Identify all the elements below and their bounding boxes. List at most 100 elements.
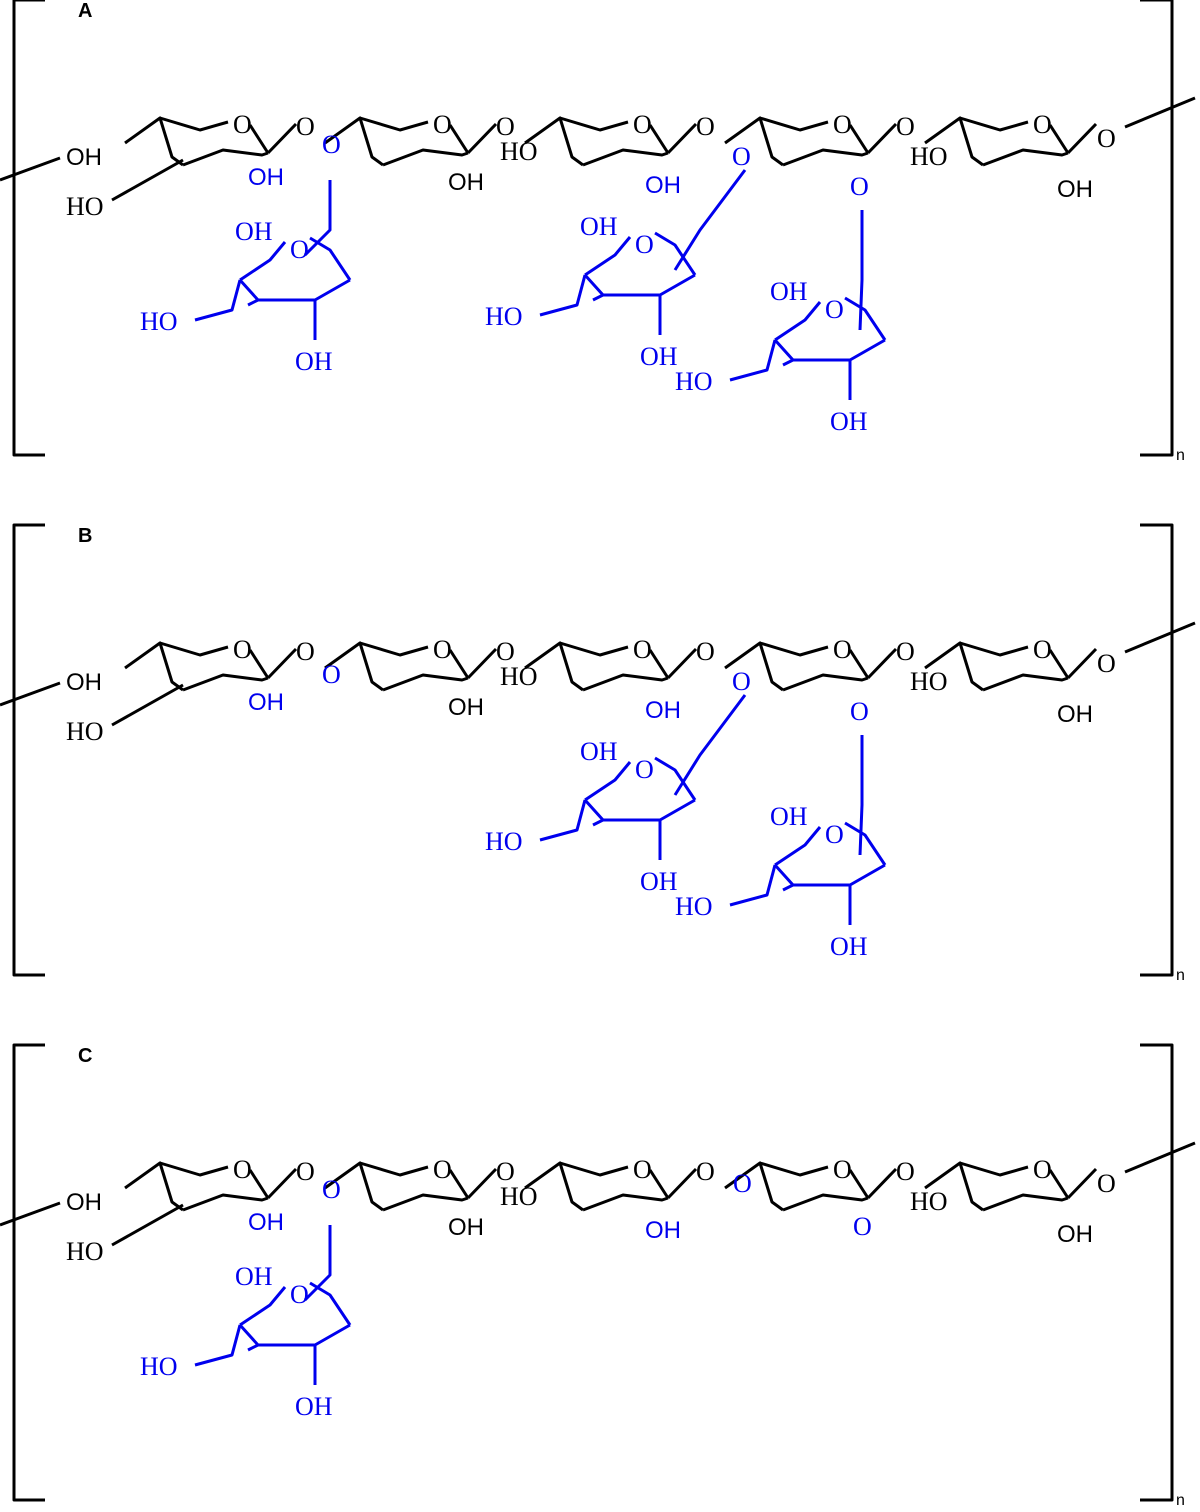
left-bracket <box>12 523 45 977</box>
ring-bond <box>582 148 669 167</box>
left-bracket <box>12 1043 45 1502</box>
hydroxyl-label: OH <box>770 802 808 831</box>
hydroxyl-label: OH <box>645 172 681 199</box>
furanose-ring-bond <box>239 241 287 282</box>
furanose-ring-bond <box>239 1286 287 1327</box>
ring-oxygen-label: O <box>433 1155 452 1184</box>
ring-oxygen-label: O <box>635 230 654 259</box>
bond <box>729 339 777 382</box>
hydroxyl-label: HO <box>485 302 523 331</box>
free-oxygen: O <box>733 1169 752 1198</box>
hydroxyl-label: HO <box>500 137 538 166</box>
branch-oxygen-label: O <box>322 130 341 159</box>
furanose-ring-bond <box>773 863 886 887</box>
ring-oxygen-label: O <box>1033 635 1052 664</box>
chain-end-bond-left <box>0 1201 61 1227</box>
furanose-ring-bond <box>238 278 351 302</box>
glycosidic-bond <box>466 122 498 155</box>
ring-bond <box>782 673 869 692</box>
hydroxyl-label: HO <box>675 367 713 396</box>
bond <box>539 274 587 317</box>
ring-bond <box>724 116 784 167</box>
ring-bond <box>1048 1169 1070 1199</box>
glycosidic-bond <box>466 647 498 680</box>
ring-bond <box>559 641 629 657</box>
branch-link-bond <box>858 735 864 856</box>
hydroxyl-label: OH <box>645 697 681 724</box>
ring-bond <box>759 641 829 657</box>
branch-oxygen-label: O <box>853 1212 872 1241</box>
ring-bond <box>759 1161 829 1177</box>
ring-oxygen-label: O <box>233 110 252 139</box>
furanose-ring-bond <box>774 301 822 342</box>
ring-bond <box>759 116 829 132</box>
ring-bond <box>582 673 669 692</box>
ring-bond <box>924 1161 984 1212</box>
glycosidic-oxygen-label: O <box>896 637 915 666</box>
furanose-ring-bond <box>584 761 632 802</box>
ring-bond <box>982 673 1069 692</box>
hydroxyl-label: OH <box>295 1392 333 1421</box>
ring-bond <box>559 116 629 132</box>
ring-oxygen-label: O <box>825 820 844 849</box>
ring-bond <box>382 673 469 692</box>
furanose-ring-bond <box>773 338 886 362</box>
ring-bond <box>782 148 869 167</box>
ring-bond <box>959 1161 1029 1177</box>
ring-bond <box>524 116 584 167</box>
hydroxyl-label: HO <box>140 1352 178 1381</box>
hydroxyl-label: OH <box>248 164 284 191</box>
hydroxyl-label: HO <box>500 1182 538 1211</box>
furanose-ring-bond <box>247 298 259 307</box>
furanose-ring-bond <box>782 358 794 367</box>
hydroxyl-label: HO <box>910 667 948 696</box>
hydroxyl-label: OH <box>1057 1221 1093 1248</box>
ring-bond <box>124 1161 184 1212</box>
glycosidic-oxygen-label: O <box>496 637 515 666</box>
hydroxyl-label: OH <box>235 1262 273 1291</box>
branch-link-bond <box>673 169 747 271</box>
glycosidic-bond <box>1066 1167 1098 1200</box>
ring-oxygen-label: O <box>825 295 844 324</box>
ring-bond <box>324 641 384 692</box>
branch-oxygen-label: O <box>733 1169 752 1198</box>
bond <box>111 683 184 727</box>
glycosidic-bond <box>666 647 698 680</box>
ring-oxygen-label: O <box>290 235 309 264</box>
furanose-ring-bond <box>774 826 822 867</box>
hydroxyl-label: HO <box>500 662 538 691</box>
glycosidic-oxygen-label: O <box>696 637 715 666</box>
hydroxyl-label: OH <box>66 144 102 171</box>
repeat-count-label: n <box>1176 447 1185 464</box>
glycosidic-oxygen-label: O <box>1097 1169 1116 1198</box>
ring-bond <box>182 673 269 692</box>
ring-bond <box>359 1161 429 1177</box>
right-bracket <box>1140 0 1174 457</box>
repeat-unit-brackets: nC <box>12 1043 1185 1509</box>
ring-oxygen-label: O <box>1033 1155 1052 1184</box>
branch-oxygen-label: O <box>850 172 869 201</box>
free-oxygen: O <box>322 660 341 689</box>
glycosidic-bond <box>266 1167 298 1200</box>
hydroxyl-label: HO <box>140 307 178 336</box>
ring-bond <box>959 116 1029 132</box>
furanose-ring-bond <box>583 798 696 822</box>
ring-bond <box>182 148 269 167</box>
ring-bond <box>448 1169 470 1199</box>
furanose-ring-bond <box>309 1281 352 1326</box>
furanose-ring-bond <box>844 296 887 341</box>
ring-bond <box>924 116 984 167</box>
ring-bond <box>524 1161 584 1212</box>
hydroxyl-label: OH <box>248 1209 284 1236</box>
ring-oxygen-label: O <box>833 635 852 664</box>
hydroxyl-label: OH <box>448 169 484 196</box>
hydroxyl-label: OH <box>830 932 868 961</box>
chain-end-bond-right <box>1124 1141 1196 1174</box>
